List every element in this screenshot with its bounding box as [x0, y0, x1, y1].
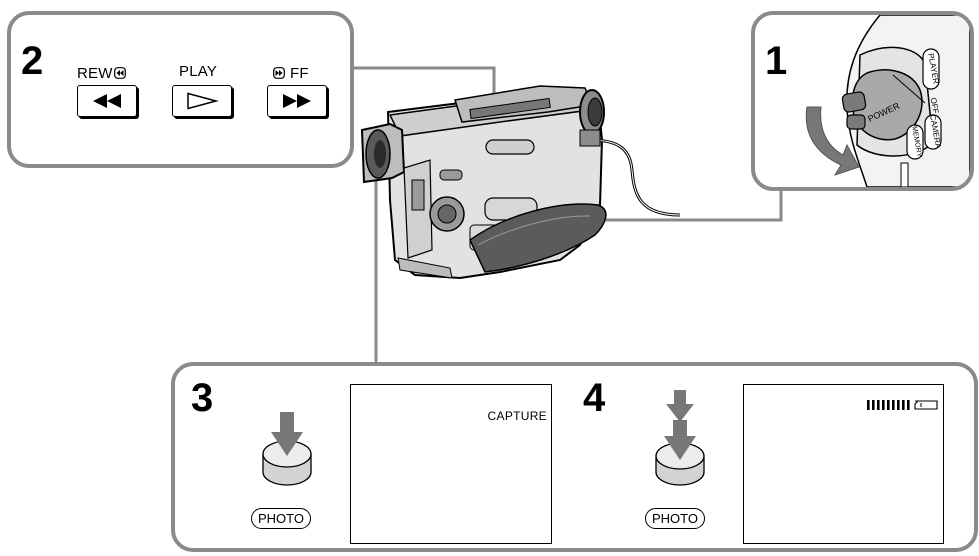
photo-button-full-press	[655, 390, 705, 486]
press-down-arrow-icon-lower	[664, 420, 696, 460]
play-label: PLAY	[179, 63, 218, 80]
press-down-arrow-icon	[271, 412, 303, 456]
step1-panel: 1 PLAYER OFF CAMERA MEMORY POWER	[751, 11, 974, 191]
capture-indicator: CAPTURE	[487, 409, 547, 423]
photo-button-label-step3: PHOTO	[251, 508, 311, 529]
step2-number: 2	[21, 39, 44, 83]
ff-label: FF	[273, 65, 309, 82]
recording-screen	[743, 384, 944, 544]
rewind-button[interactable]	[77, 85, 137, 117]
play-icon	[187, 92, 219, 110]
steps-3-4-panel: 3 PHOTO CAPTURE 4 PHOTO	[171, 362, 978, 552]
rewind-icon	[93, 94, 121, 108]
power-switch-illustration: PLAYER OFF CAMERA MEMORY POWER	[805, 15, 970, 187]
turn-arrow-icon	[805, 106, 860, 176]
off-mode-label: OFF	[929, 97, 941, 114]
step3-number: 3	[191, 376, 214, 420]
fast-forward-small-icon	[273, 67, 285, 79]
step1-number: 1	[765, 39, 788, 83]
capture-screen: CAPTURE	[350, 384, 552, 544]
rew-label: REW	[77, 65, 126, 82]
fast-forward-icon	[283, 94, 311, 108]
press-down-arrow-icon-upper	[666, 390, 694, 422]
step4-number: 4	[583, 376, 606, 420]
fast-forward-button[interactable]	[267, 85, 327, 117]
step2-panel: 2 REW PLAY FF	[7, 11, 354, 168]
rewind-small-icon	[113, 67, 126, 79]
photo-button-half-press	[262, 412, 312, 486]
memory-progress-indicator-icon	[867, 400, 938, 410]
photo-button-label-step4: PHOTO	[645, 508, 705, 529]
play-button[interactable]	[172, 85, 232, 117]
